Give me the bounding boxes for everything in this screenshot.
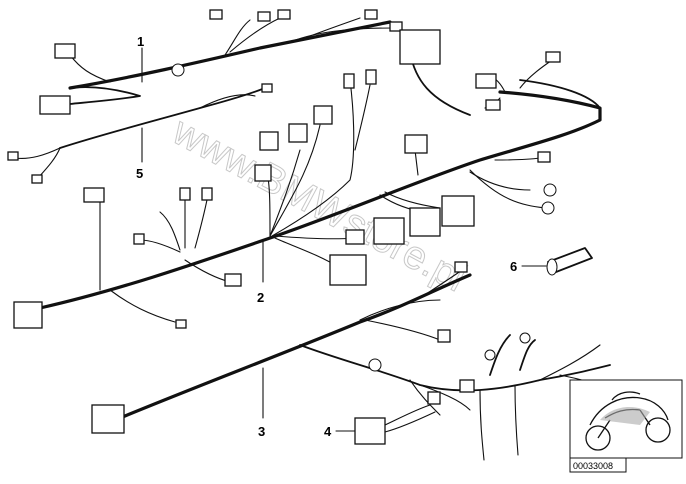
connector-2o (404, 134, 428, 154)
boot-3a (484, 349, 496, 361)
connector-2q (345, 229, 365, 245)
connector-2k (313, 105, 333, 125)
callout-6: 6 (510, 259, 517, 274)
callout-4: 4 (324, 424, 332, 439)
connector-3a (91, 404, 125, 434)
connector-2i (259, 131, 279, 151)
plug-2a (543, 183, 557, 197)
connector-2f (201, 187, 213, 201)
connector-2p (329, 254, 367, 286)
callout-leaders (141, 47, 547, 432)
connector-2x (545, 51, 561, 63)
callout-1: 1 (137, 34, 144, 49)
harness-part-3 (91, 261, 611, 461)
connector-2t (441, 195, 475, 227)
harness-part-1 (39, 9, 403, 115)
harness-part-2 (13, 29, 602, 329)
connector-1e (389, 21, 403, 32)
harness-part-5 (7, 83, 273, 184)
connector-1a (209, 9, 223, 20)
connector-2g (133, 233, 145, 245)
connector-2l (343, 73, 355, 89)
connector-2w (537, 151, 551, 163)
connector-2u (475, 73, 497, 89)
connector-5a (7, 151, 19, 161)
connector-5b (31, 174, 43, 184)
connector-2a (83, 187, 105, 203)
connector-3e (427, 391, 441, 405)
connector-2v (485, 99, 501, 111)
connector-1b (257, 11, 271, 22)
connector-3b (437, 329, 451, 343)
connector-2r (373, 217, 405, 245)
plug-2b (541, 201, 555, 215)
callout-2: 2 (257, 290, 264, 305)
rubber-boot-part-6 (546, 247, 593, 276)
connector-2s (409, 207, 441, 237)
connector-2e (179, 187, 191, 201)
motorcycle-inset (569, 379, 683, 459)
callout-5: 5 (136, 166, 143, 181)
grommet-1 (171, 63, 185, 77)
reference-number: 00033008 (573, 461, 613, 471)
connector-5c (261, 83, 273, 93)
connector-part-4 (354, 404, 436, 445)
connector-2c (224, 273, 242, 287)
connector-1c (277, 9, 291, 20)
connector-2m (365, 69, 377, 85)
callout-3: 3 (258, 424, 265, 439)
grommet-3 (368, 358, 382, 372)
connector-1d (364, 9, 378, 20)
connector-2j (288, 123, 308, 143)
connector-3c (454, 261, 468, 273)
connector-2b (13, 301, 43, 329)
connector-2n (399, 29, 441, 65)
connector-1g (39, 95, 71, 115)
connector-3d (459, 379, 475, 393)
connector-1f (54, 43, 76, 59)
connector-2d (175, 319, 187, 329)
connector-2h (254, 164, 272, 182)
reference-box (569, 457, 627, 473)
boot-3b (519, 332, 531, 344)
